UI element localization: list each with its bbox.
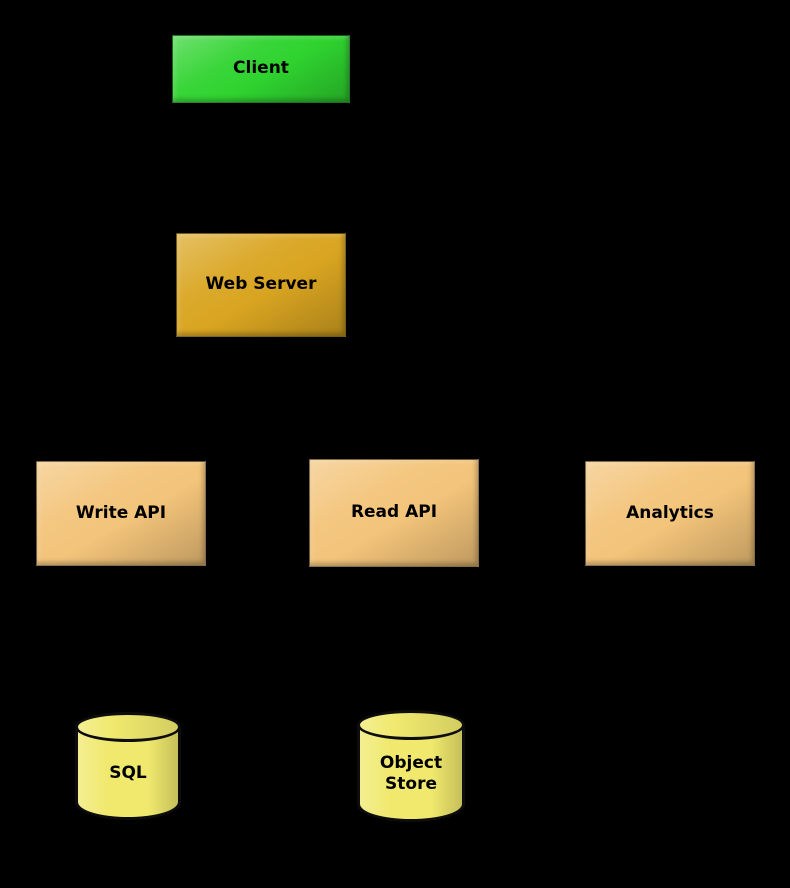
node-analytics: Analytics — [585, 461, 755, 566]
node-object-store-database: Object Store — [357, 710, 465, 822]
node-sql-database: SQL — [75, 712, 181, 820]
node-client: Client — [172, 35, 350, 103]
node-analytics-label: Analytics — [626, 502, 714, 523]
node-client-label: Client — [233, 58, 289, 79]
node-object-store-database-label: Object Store — [379, 752, 443, 794]
node-sql-database-label: SQL — [109, 763, 147, 784]
node-web-server-label: Web Server — [205, 274, 317, 295]
node-web-server: Web Server — [176, 233, 346, 337]
node-read-api: Read API — [309, 459, 479, 567]
node-read-api-label: Read API — [350, 502, 438, 523]
node-write-api: Write API — [36, 461, 206, 566]
node-write-api-label: Write API — [75, 502, 167, 523]
